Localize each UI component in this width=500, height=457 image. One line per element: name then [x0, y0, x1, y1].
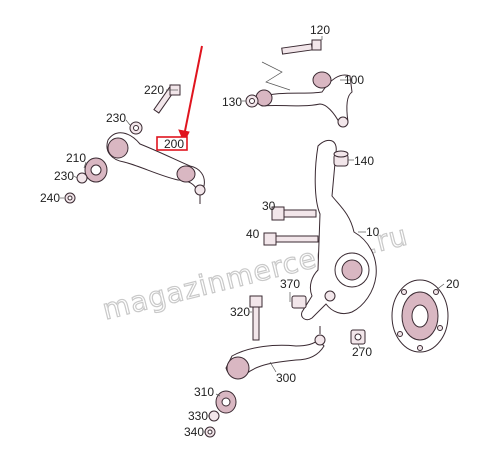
label-240: 240	[40, 191, 60, 205]
washer-330	[208, 410, 220, 422]
label-130: 130	[222, 95, 242, 109]
nut-130	[245, 94, 259, 108]
nut-240	[64, 192, 76, 204]
label-30: 30	[262, 199, 276, 213]
cap-140	[333, 150, 349, 167]
bolt-40	[263, 232, 319, 246]
label-140: 140	[354, 154, 374, 168]
highlight-box	[156, 136, 188, 151]
steering-knuckle-10	[301, 139, 377, 321]
label-340: 340	[184, 425, 204, 439]
label-230-upper: 230	[106, 111, 126, 125]
lower-control-arm-300	[225, 326, 326, 380]
nut-340	[204, 426, 216, 438]
label-300: 300	[276, 371, 296, 385]
label-370: 370	[280, 277, 300, 291]
label-100: 100	[344, 73, 364, 87]
nut-370	[291, 295, 307, 309]
label-10: 10	[366, 225, 380, 239]
leader-lines	[60, 36, 445, 433]
label-120: 120	[310, 23, 330, 37]
wheel-hub-20	[391, 279, 449, 353]
label-330: 330	[188, 409, 208, 423]
nut-270	[350, 329, 366, 345]
label-210: 210	[66, 151, 86, 165]
label-20: 20	[446, 277, 460, 291]
washer-230-upper	[129, 121, 143, 135]
label-320: 320	[230, 305, 250, 319]
bolt-320	[249, 295, 263, 341]
bushing-310	[215, 390, 237, 414]
upper-control-arm-100	[255, 71, 353, 128]
label-230-lower: 230	[54, 169, 74, 183]
highlight-arrow	[178, 45, 203, 144]
label-270: 270	[352, 345, 372, 359]
label-220: 220	[144, 83, 164, 97]
control-arm-200	[106, 132, 206, 204]
bushing-210	[84, 157, 108, 183]
bolt-120	[281, 39, 322, 55]
washer-230-lower	[76, 172, 88, 184]
bolt-path-line	[261, 61, 291, 91]
label-200: 200	[164, 137, 184, 151]
label-40: 40	[246, 227, 260, 241]
label-310: 310	[194, 385, 214, 399]
bolt-30	[271, 206, 317, 221]
